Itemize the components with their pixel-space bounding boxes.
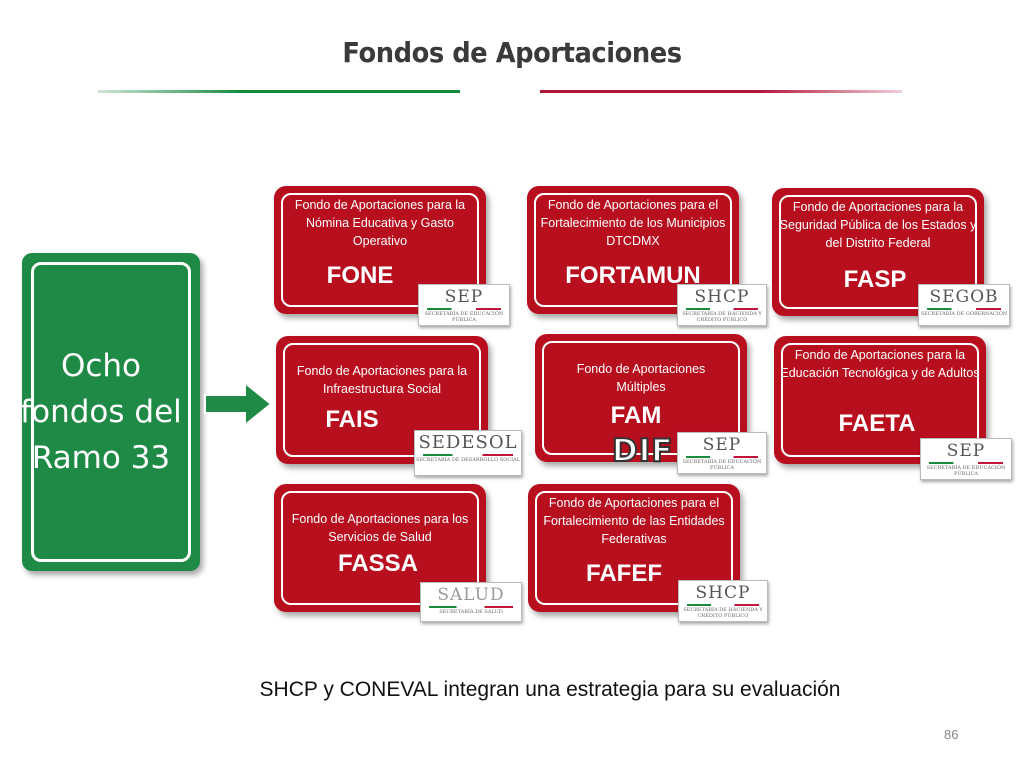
- page-title: Fondos de Aportaciones: [342, 36, 682, 69]
- fund-card-fone: Fondo de Aportaciones para la Nómina Edu…: [274, 186, 486, 314]
- fund-acronym: FONE: [326, 262, 394, 289]
- fund-description: Fondo de Aportaciones para los Servicios…: [291, 512, 469, 544]
- title-rule-red: [540, 90, 902, 93]
- fund-description: Fondo de Aportaciones para el Fortalecim…: [543, 496, 725, 546]
- fund-acronym: FASP: [843, 266, 907, 293]
- logo-sep: SEP SECRETARÍA DE EDUCACIÓN PÚBLICA: [418, 284, 510, 326]
- fund-description: Fondo de Aportaciones para la Seguridad …: [779, 200, 977, 250]
- page-number: 86: [944, 727, 959, 742]
- logo-shcp: SHCP SECRETARÍA DE HACIENDA Y CRÉDITO PÚ…: [678, 580, 768, 622]
- fund-acronym: FAETA: [838, 410, 916, 437]
- fund-acronym: FAFEF: [586, 560, 662, 587]
- fund-card-fais: Fondo de Aportaciones para la Infraestru…: [276, 336, 488, 464]
- arrow-right-icon: [204, 381, 273, 427]
- logo-salud: SALUD SECRETARÍA DE SALUD: [420, 582, 522, 622]
- ramo33-box: Ocho fondos del Ramo 33: [20, 253, 200, 571]
- logo-sep: SEP SECRETARÍA DE EDUCACIÓN PÚBLICA: [920, 438, 1012, 480]
- logo-shcp: SHCP SECRETARÍA DE HACIENDA Y CRÉDITO PÚ…: [677, 284, 767, 326]
- fund-acronym: FASSA: [337, 550, 418, 577]
- logo-sep: SEP SECRETARÍA DE EDUCACIÓN PÚBLICA: [677, 432, 767, 474]
- footer-text: SHCP y CONEVAL integran una estrategia p…: [259, 678, 841, 701]
- title-rule-green: [98, 90, 460, 93]
- fund-description: Fondo de Aportaciones para la Educación …: [780, 348, 980, 380]
- ramo33-label: Ocho fondos del Ramo 33: [20, 348, 182, 476]
- fund-acronym: FAM: [610, 402, 662, 429]
- fund-description: Fondo de Aportaciones para la Infraestru…: [296, 364, 468, 396]
- fund-description: Fondo de Aportaciones para el Fortalecim…: [540, 198, 726, 248]
- fund-description: Fondo de Aportaciones Múltiples: [576, 362, 706, 394]
- dif-logo: DIF: [611, 433, 674, 469]
- fund-acronym: FAIS: [325, 406, 379, 433]
- fund-description: Fondo de Aportaciones para la Nómina Edu…: [294, 198, 466, 248]
- logo-segob: SEGOB SECRETARÍA DE GOBERNACIÓN: [918, 284, 1010, 326]
- logo-sedesol: SEDESOL SECRETARÍA DE DESARROLLO SOCIAL: [414, 430, 522, 476]
